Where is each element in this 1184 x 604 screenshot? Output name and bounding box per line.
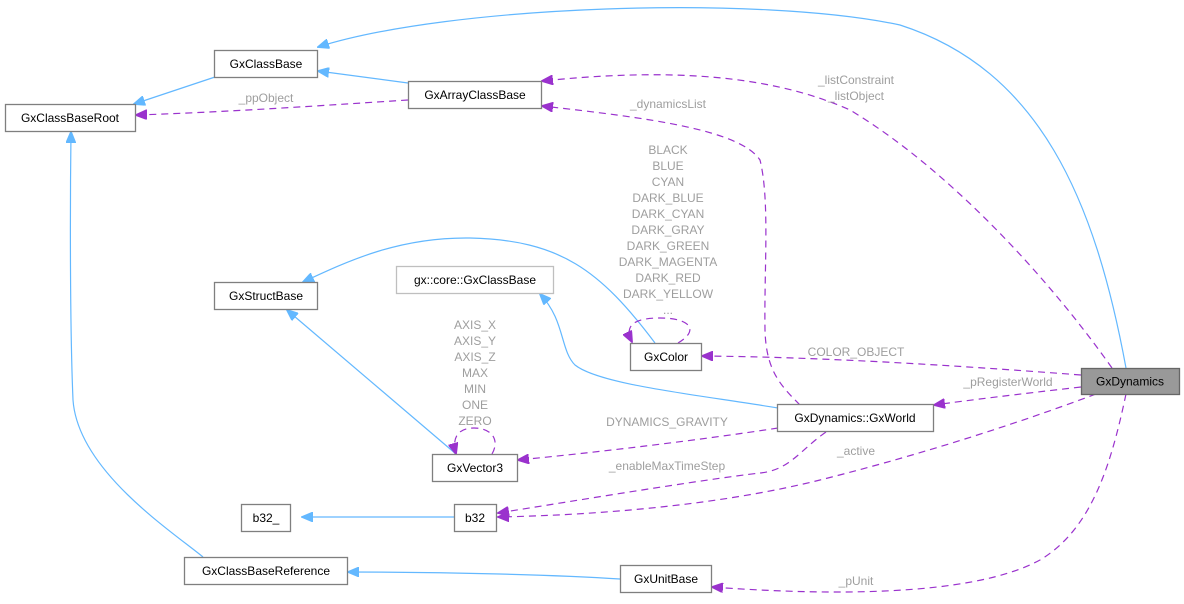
label-list-constraint: _listConstraint <box>817 73 895 87</box>
node-gxdynamics[interactable]: GxDynamics <box>1080 367 1181 396</box>
node-gxclassbase[interactable]: GxClassBase <box>213 49 319 79</box>
vector-constant: ONE <box>462 398 488 412</box>
edge-enable-max-time-step <box>498 431 827 513</box>
node-label: GxClassBaseReference <box>202 564 330 578</box>
label-active: _active <box>836 444 875 458</box>
label-p-unit: _pUnit <box>838 574 874 588</box>
color-constant: ... <box>663 303 673 317</box>
node-gx-core-gxclassbase[interactable]: gx::core::GxClassBase <box>395 265 555 295</box>
node-gxunitbase[interactable]: GxUnitBase <box>619 564 713 594</box>
label-dynamics-gravity: DYNAMICS_GRAVITY <box>606 415 728 429</box>
node-label: GxArrayClassBase <box>424 88 526 102</box>
color-constant: BLUE <box>652 159 683 173</box>
color-constant: DARK_CYAN <box>632 207 704 221</box>
vector-constant: ZERO <box>458 414 491 428</box>
label-pp-object: _ppObject <box>238 91 294 105</box>
vector-constant: AXIS_Z <box>454 350 495 364</box>
node-gxdynamics-gxworld[interactable]: GxDynamics::GxWorld <box>776 403 935 433</box>
node-gxstructbase[interactable]: GxStructBase <box>213 281 319 311</box>
vector-constant: MIN <box>464 382 486 396</box>
node-label: GxVector3 <box>447 461 503 475</box>
edge-gxarrayclassbase-to-gxclassbase <box>318 71 409 84</box>
node-label: GxUnitBase <box>634 572 698 586</box>
edge-active <box>498 393 1097 517</box>
color-constant: DARK_YELLOW <box>623 287 714 301</box>
label-dynamics-list: _dynamicsList <box>629 97 707 111</box>
color-constant: DARK_GRAY <box>631 223 704 237</box>
node-b32-underscore[interactable]: b32_ <box>240 503 292 533</box>
vector-constants-list: AXIS_X AXIS_Y AXIS_Z MAX MIN ONE ZERO <box>454 318 496 428</box>
node-label: b32 <box>465 511 485 525</box>
edge-gxdynamics-to-gxclassbase <box>318 7 1127 369</box>
color-constant: DARK_BLUE <box>632 191 703 205</box>
node-gxarrayclassbase[interactable]: GxArrayClassBase <box>407 80 543 110</box>
color-constant: DARK_GREEN <box>627 239 710 253</box>
edge-vector3-self <box>455 427 496 454</box>
edge-gxvector3-to-gxstructbase <box>287 310 457 455</box>
edge-dynamics-gravity <box>518 427 779 460</box>
edge-gxworld-to-gxcoreclassbase <box>540 294 779 409</box>
edge-p-unit <box>712 393 1127 592</box>
color-constants-list: BLACK BLUE CYAN DARK_BLUE DARK_CYAN DARK… <box>619 143 717 317</box>
edge-color-self <box>629 317 691 343</box>
edge-dynamics-list <box>542 106 801 406</box>
node-gxclassbaseroot[interactable]: GxClassBaseRoot <box>4 103 137 133</box>
label-enable-max-time-step: _enableMaxTimeStep <box>608 459 726 473</box>
node-gxcolor[interactable]: GxColor <box>629 342 703 372</box>
edge-p-register-world <box>934 386 1082 405</box>
edge-gxcolor-to-gxstructbase <box>303 237 656 344</box>
color-constant: DARK_MAGENTA <box>619 255 717 269</box>
node-label: b32_ <box>253 511 280 525</box>
node-label: GxStructBase <box>229 289 303 303</box>
label-p-register-world: _pRegisterWorld <box>962 375 1052 389</box>
node-label: GxDynamics::GxWorld <box>794 411 915 425</box>
label-color-object: COLOR_OBJECT <box>808 345 905 359</box>
node-label: GxColor <box>644 350 688 364</box>
node-label: GxDynamics <box>1096 375 1164 389</box>
color-constant: CYAN <box>652 175 684 189</box>
edge-gxunitbase-to-gxclassbasereference <box>348 572 621 580</box>
node-gxvector3[interactable]: GxVector3 <box>431 453 519 483</box>
node-label: GxClassBase <box>230 57 303 71</box>
edge-list-constraint-object <box>542 74 1113 369</box>
label-list-object: _listObject <box>827 89 885 103</box>
node-gxclassbasereference[interactable]: GxClassBaseReference <box>183 556 349 586</box>
node-label: GxClassBaseRoot <box>21 111 120 125</box>
edge-color-object <box>702 356 1082 376</box>
color-constant: DARK_RED <box>635 271 701 285</box>
node-label: gx::core::GxClassBase <box>414 273 536 287</box>
color-constant: BLACK <box>648 143 687 157</box>
edge-gxclassbasereference-to-gxclassbaseroot <box>70 132 204 558</box>
vector-constant: AXIS_X <box>454 318 496 332</box>
vector-constant: AXIS_Y <box>454 334 496 348</box>
node-b32[interactable]: b32 <box>453 503 498 533</box>
vector-constant: MAX <box>462 366 488 380</box>
edge-gxclassbase-to-gxclassbaseroot <box>134 76 216 104</box>
edge-pp-object <box>136 99 409 115</box>
